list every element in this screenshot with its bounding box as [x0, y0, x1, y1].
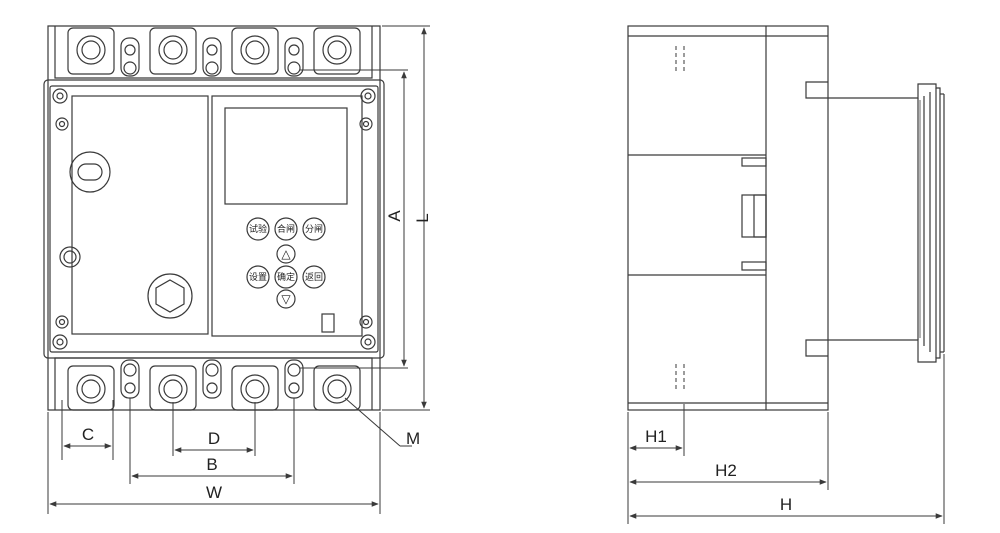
- dim-H2: H2: [715, 461, 737, 480]
- key-down[interactable]: [276, 289, 296, 309]
- key-confirm[interactable]: [274, 265, 298, 289]
- hidden-bottom: [675, 364, 685, 392]
- main-body: [43, 79, 385, 359]
- top-terminals: [67, 27, 361, 77]
- left-cover: [71, 95, 209, 335]
- dim-M: M: [406, 429, 420, 448]
- controller-panel: [211, 95, 363, 337]
- top-terminal-band: [54, 26, 373, 79]
- dim-H: H: [780, 495, 792, 514]
- key-settings[interactable]: [246, 265, 270, 289]
- corner-screws: [52, 88, 376, 350]
- key-settings-label: 设置: [249, 272, 267, 283]
- side-view: H1 H2 H: [627, 25, 945, 524]
- key-return[interactable]: [302, 265, 326, 289]
- key-close-label: 合闸: [277, 223, 295, 235]
- key-close[interactable]: [274, 217, 298, 241]
- main-body-inner: [49, 85, 379, 353]
- dim-L: L: [413, 213, 432, 222]
- handle-knob: [69, 151, 111, 193]
- side-body: [627, 25, 829, 411]
- key-return-label: 返回: [305, 271, 323, 283]
- hex-screw: [147, 273, 193, 319]
- dim-B: B: [206, 455, 217, 474]
- key-open[interactable]: [302, 217, 326, 241]
- front-outline: [47, 25, 381, 411]
- dim-H1: H1: [645, 427, 667, 446]
- lcd-screen: [224, 107, 348, 205]
- key-test[interactable]: [246, 217, 270, 241]
- dim-D: D: [208, 429, 220, 448]
- key-confirm-label: 确定: [277, 271, 295, 283]
- indicator-left: [59, 246, 81, 268]
- dim-A: A: [385, 210, 404, 222]
- key-test-label: 试验: [249, 223, 267, 235]
- hidden-top: [675, 46, 685, 74]
- keypad: 试验 合闸 分闸 △ 设置 确定 返回 ▽: [246, 217, 335, 333]
- front-view: 试验 合闸 分闸 △ 设置 确定 返回 ▽ L A: [43, 25, 432, 514]
- controller-projection: [805, 81, 941, 363]
- dim-C: C: [82, 425, 94, 444]
- key-up[interactable]: [276, 244, 296, 264]
- dim-W: W: [206, 483, 222, 502]
- key-open-label: 分闸: [305, 224, 323, 235]
- led-indicator: [321, 313, 335, 333]
- key-down-symbol: ▽: [281, 292, 291, 306]
- key-up-symbol: △: [281, 247, 291, 261]
